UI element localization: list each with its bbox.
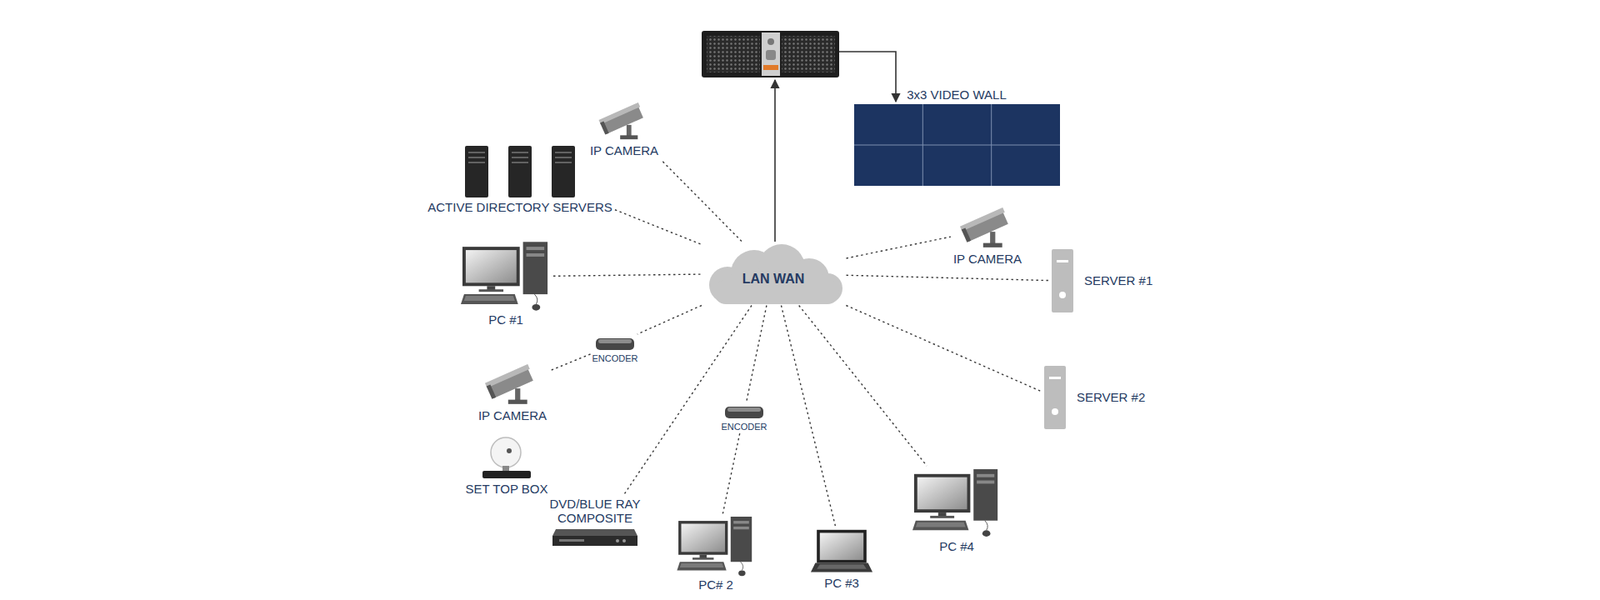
device-node: ENCODER	[721, 405, 768, 432]
dvd-icon	[550, 527, 640, 548]
uplink-arrow	[774, 80, 776, 242]
device-node: ENCODER	[592, 336, 639, 364]
device-label: PC# 2	[698, 578, 734, 593]
network-link	[549, 354, 590, 371]
network-link	[780, 305, 835, 527]
servers-icon	[463, 144, 577, 200]
display-arrow	[839, 51, 896, 102]
network-link	[637, 305, 702, 335]
device-label: IP CAMERA	[590, 144, 659, 159]
device-node: SERVER #2	[1043, 365, 1145, 430]
server-icon	[1043, 365, 1067, 430]
stb-icon	[480, 435, 533, 481]
network-link	[846, 275, 1050, 280]
device-node: ACTIVE DIRECTORY SERVERS	[427, 144, 612, 215]
device-label: LAN WAN	[742, 260, 805, 287]
device-node: SET TOP BOX	[465, 435, 549, 497]
pc-icon	[912, 468, 1001, 539]
device-node: PC #3	[810, 528, 874, 591]
device-label: ENCODER	[592, 353, 639, 364]
device-label: SERVER #1	[1084, 274, 1153, 289]
device-label: ENCODER	[721, 421, 768, 432]
pc-icon	[676, 516, 755, 577]
device-node: SERVER #1	[1050, 248, 1153, 314]
device-label: ACTIVE DIRECTORY SERVERS	[427, 200, 612, 215]
network-link	[722, 433, 740, 515]
device-node: PC# 2	[676, 516, 755, 593]
device-label: IP CAMERA	[478, 409, 547, 424]
network-link	[799, 305, 927, 467]
server-icon	[1050, 248, 1075, 314]
network-link	[846, 236, 951, 259]
device-label: IP CAMERA	[953, 252, 1022, 267]
network-link	[615, 210, 701, 245]
device-node: PC #4	[912, 468, 1001, 555]
device-label: SERVER #2	[1076, 390, 1145, 405]
network-link	[845, 305, 1041, 392]
network-cloud: LAN WAN	[702, 243, 845, 305]
pc-icon	[460, 241, 551, 312]
device-label: PC #4	[939, 540, 975, 555]
video-controller	[701, 30, 840, 78]
device-node: DVD/BLUE RAY COMPOSITE	[543, 497, 648, 548]
device-node: IP CAMERA	[478, 364, 547, 424]
camera-icon	[590, 102, 658, 143]
video-wall: 3x3 VIDEO WALL	[854, 88, 1060, 187]
device-label: SET TOP BOX	[465, 482, 549, 497]
device-node: IP CAMERA	[590, 102, 659, 159]
encoder-icon	[724, 405, 765, 420]
device-label: DVD/BLUE RAY COMPOSITE	[543, 497, 648, 525]
device-node: IP CAMERA	[953, 207, 1022, 267]
network-link	[623, 305, 752, 496]
device-label: PC #1	[488, 313, 524, 328]
device-node: PC #1	[460, 241, 551, 328]
network-link	[746, 305, 767, 404]
device-label: PC #3	[824, 576, 860, 591]
encoder-icon	[595, 336, 635, 352]
laptop-icon	[810, 528, 874, 575]
network-link	[660, 160, 742, 242]
network-link	[553, 274, 701, 276]
camera-icon	[480, 364, 545, 408]
device-label: 3x3 VIDEO WALL	[906, 88, 1007, 103]
camera-icon	[955, 207, 1020, 251]
wall-icon	[854, 104, 1060, 186]
